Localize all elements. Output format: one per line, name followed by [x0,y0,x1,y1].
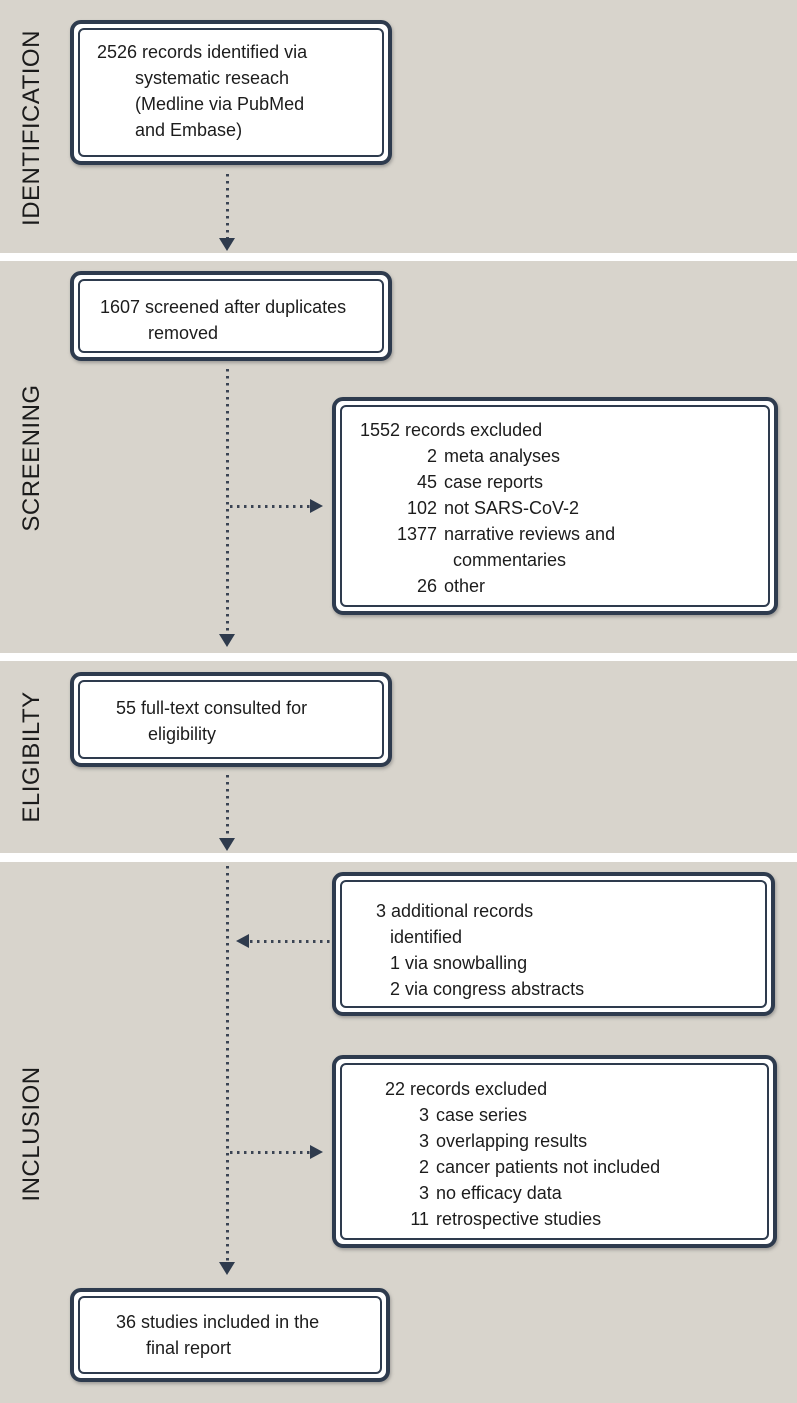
excluded-item-label: not SARS-CoV-2 [444,498,580,518]
excluded-item: 3 no efficacy data [385,1180,759,1206]
box-fulltext-consulted: 55 full-text consulted for eligibility [70,672,392,767]
box-studies-included-line: 36 studies included in the [116,1312,320,1332]
excluded-item-label: other [444,576,486,596]
excluded-item-label: narrative reviews and [444,524,616,544]
excluded-item: 3 case series [385,1102,759,1128]
section-label-eligibility: ELIGIBILTY [18,691,45,823]
excluded-item: 2 cancer patients not included [385,1154,759,1180]
arrow-line-identification-to-screening [226,174,229,238]
arrowhead-left-additional-records [236,934,249,948]
section-label-screening: SCREENING [18,384,45,532]
box-records-identified-line: (Medline via PubMed [135,94,305,114]
box-additional-records-line: 1 via snowballing [390,953,528,973]
arrowhead-right-screening-excluded [310,499,323,513]
box-records-identified-line: and Embase) [135,120,243,140]
arrow-line-inclusion-excluded [230,1151,310,1154]
arrow-line-additional-records [250,940,331,943]
box-screening-excluded-title: 1552 records excluded [360,420,543,440]
arrowhead-right-inclusion-excluded [310,1145,323,1159]
excluded-item-label: no efficacy data [436,1183,562,1203]
excluded-item-label: cancer patients not included [436,1157,661,1177]
box-screened: 1607 screened after duplicates removed [70,271,392,361]
excluded-item-count: 2 [426,446,437,466]
box-studies-included: 36 studies included in the final report [70,1288,390,1382]
excluded-item-label: case series [436,1105,528,1125]
excluded-item-label: overlapping results [436,1131,588,1151]
box-screened-line: removed [148,323,219,343]
excluded-item: 1377 narrative reviews and [360,521,760,547]
box-screening-excluded: 1552 records excluded 2 meta analyses 45 c… [332,397,778,615]
excluded-item-label: commentaries [453,550,567,570]
excluded-item: 45 case reports [360,469,760,495]
box-additional-records: 3 additional records identified 1 via sn… [332,872,775,1016]
section-label-identification: IDENTIFICATION [18,30,45,226]
arrowhead-down-eligibility [219,838,235,851]
excluded-item-label: retrospective studies [436,1209,602,1229]
excluded-item-continuation: commentaries [360,547,760,573]
box-fulltext-line: 55 full-text consulted for [116,698,308,718]
excluded-item-count: 26 [416,576,437,596]
section-label-inclusion: INCLUSION [18,1066,45,1202]
excluded-item: 3 overlapping results [385,1128,759,1154]
excluded-item-count: 3 [418,1105,429,1125]
excluded-item-label: case reports [444,472,544,492]
excluded-item: 102 not SARS-CoV-2 [360,495,760,521]
excluded-item-count: 1377 [396,524,437,544]
arrow-line-eligibility-down [226,775,229,838]
arrowhead-down-screening [219,634,235,647]
box-records-identified-line: systematic reseach [135,68,290,88]
excluded-item-count: 2 [418,1157,429,1177]
box-inclusion-excluded: 22 records excluded 3 case series 3 overla… [332,1055,777,1248]
box-inclusion-excluded-title: 22 records excluded [385,1079,548,1099]
box-records-identified: 2526 records identified via systematic r… [70,20,392,165]
arrow-line-screening-down [226,369,229,634]
excluded-item-label: meta analyses [444,446,561,466]
box-additional-records-line: identified [390,927,463,947]
excluded-item-count: 102 [406,498,437,518]
box-studies-included-line: final report [146,1338,232,1358]
arrowhead-down-identification [219,238,235,251]
arrow-line-screening-excluded [230,505,310,508]
box-additional-records-line: 3 additional records [376,901,534,921]
excluded-item-count: 11 [410,1209,429,1229]
excluded-item-count: 45 [416,472,437,492]
arrow-line-inclusion-down [226,866,229,1262]
excluded-item: 2 meta analyses [360,443,760,469]
box-additional-records-line: 2 via congress abstracts [390,979,585,999]
excluded-item: 26 other [360,573,760,599]
box-screened-line: 1607 screened after duplicates [100,297,347,317]
excluded-item: 11 retrospective studies [385,1206,759,1232]
excluded-item-count: 3 [418,1131,429,1151]
arrowhead-down-inclusion [219,1262,235,1275]
box-records-identified-line: 2526 records identified via [97,42,308,62]
box-fulltext-line: eligibility [148,724,217,744]
excluded-item-count: 3 [418,1183,429,1203]
